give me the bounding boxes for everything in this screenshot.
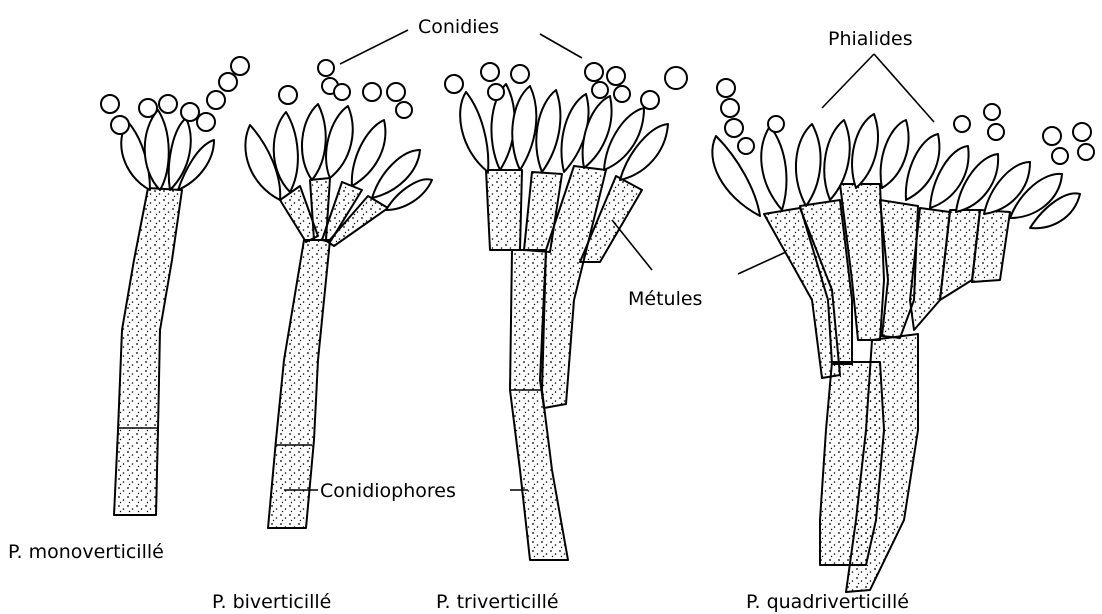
label-quadriverticille: P. quadriverticillé — [746, 591, 909, 613]
specimen-triverticille — [445, 63, 687, 560]
specimen-monoverticille — [101, 57, 249, 515]
label-conidiophores: Conidiophores — [320, 480, 456, 502]
label-phialides: Phialides — [828, 28, 913, 50]
conidiophore-stalk — [114, 188, 182, 515]
conidia-chain — [445, 63, 687, 109]
specimen-quadriverticille — [712, 79, 1094, 592]
label-biverticille: P. biverticillé — [212, 591, 331, 613]
metules-cluster — [280, 178, 388, 246]
label-metules: Métules — [628, 288, 702, 310]
specimen-biverticille — [245, 60, 432, 528]
label-triverticille: P. triverticillé — [436, 591, 559, 613]
label-conidies: Conidies — [418, 16, 499, 38]
label-monoverticille: P. monoverticillé — [8, 541, 164, 563]
conidia-chain — [101, 57, 249, 134]
